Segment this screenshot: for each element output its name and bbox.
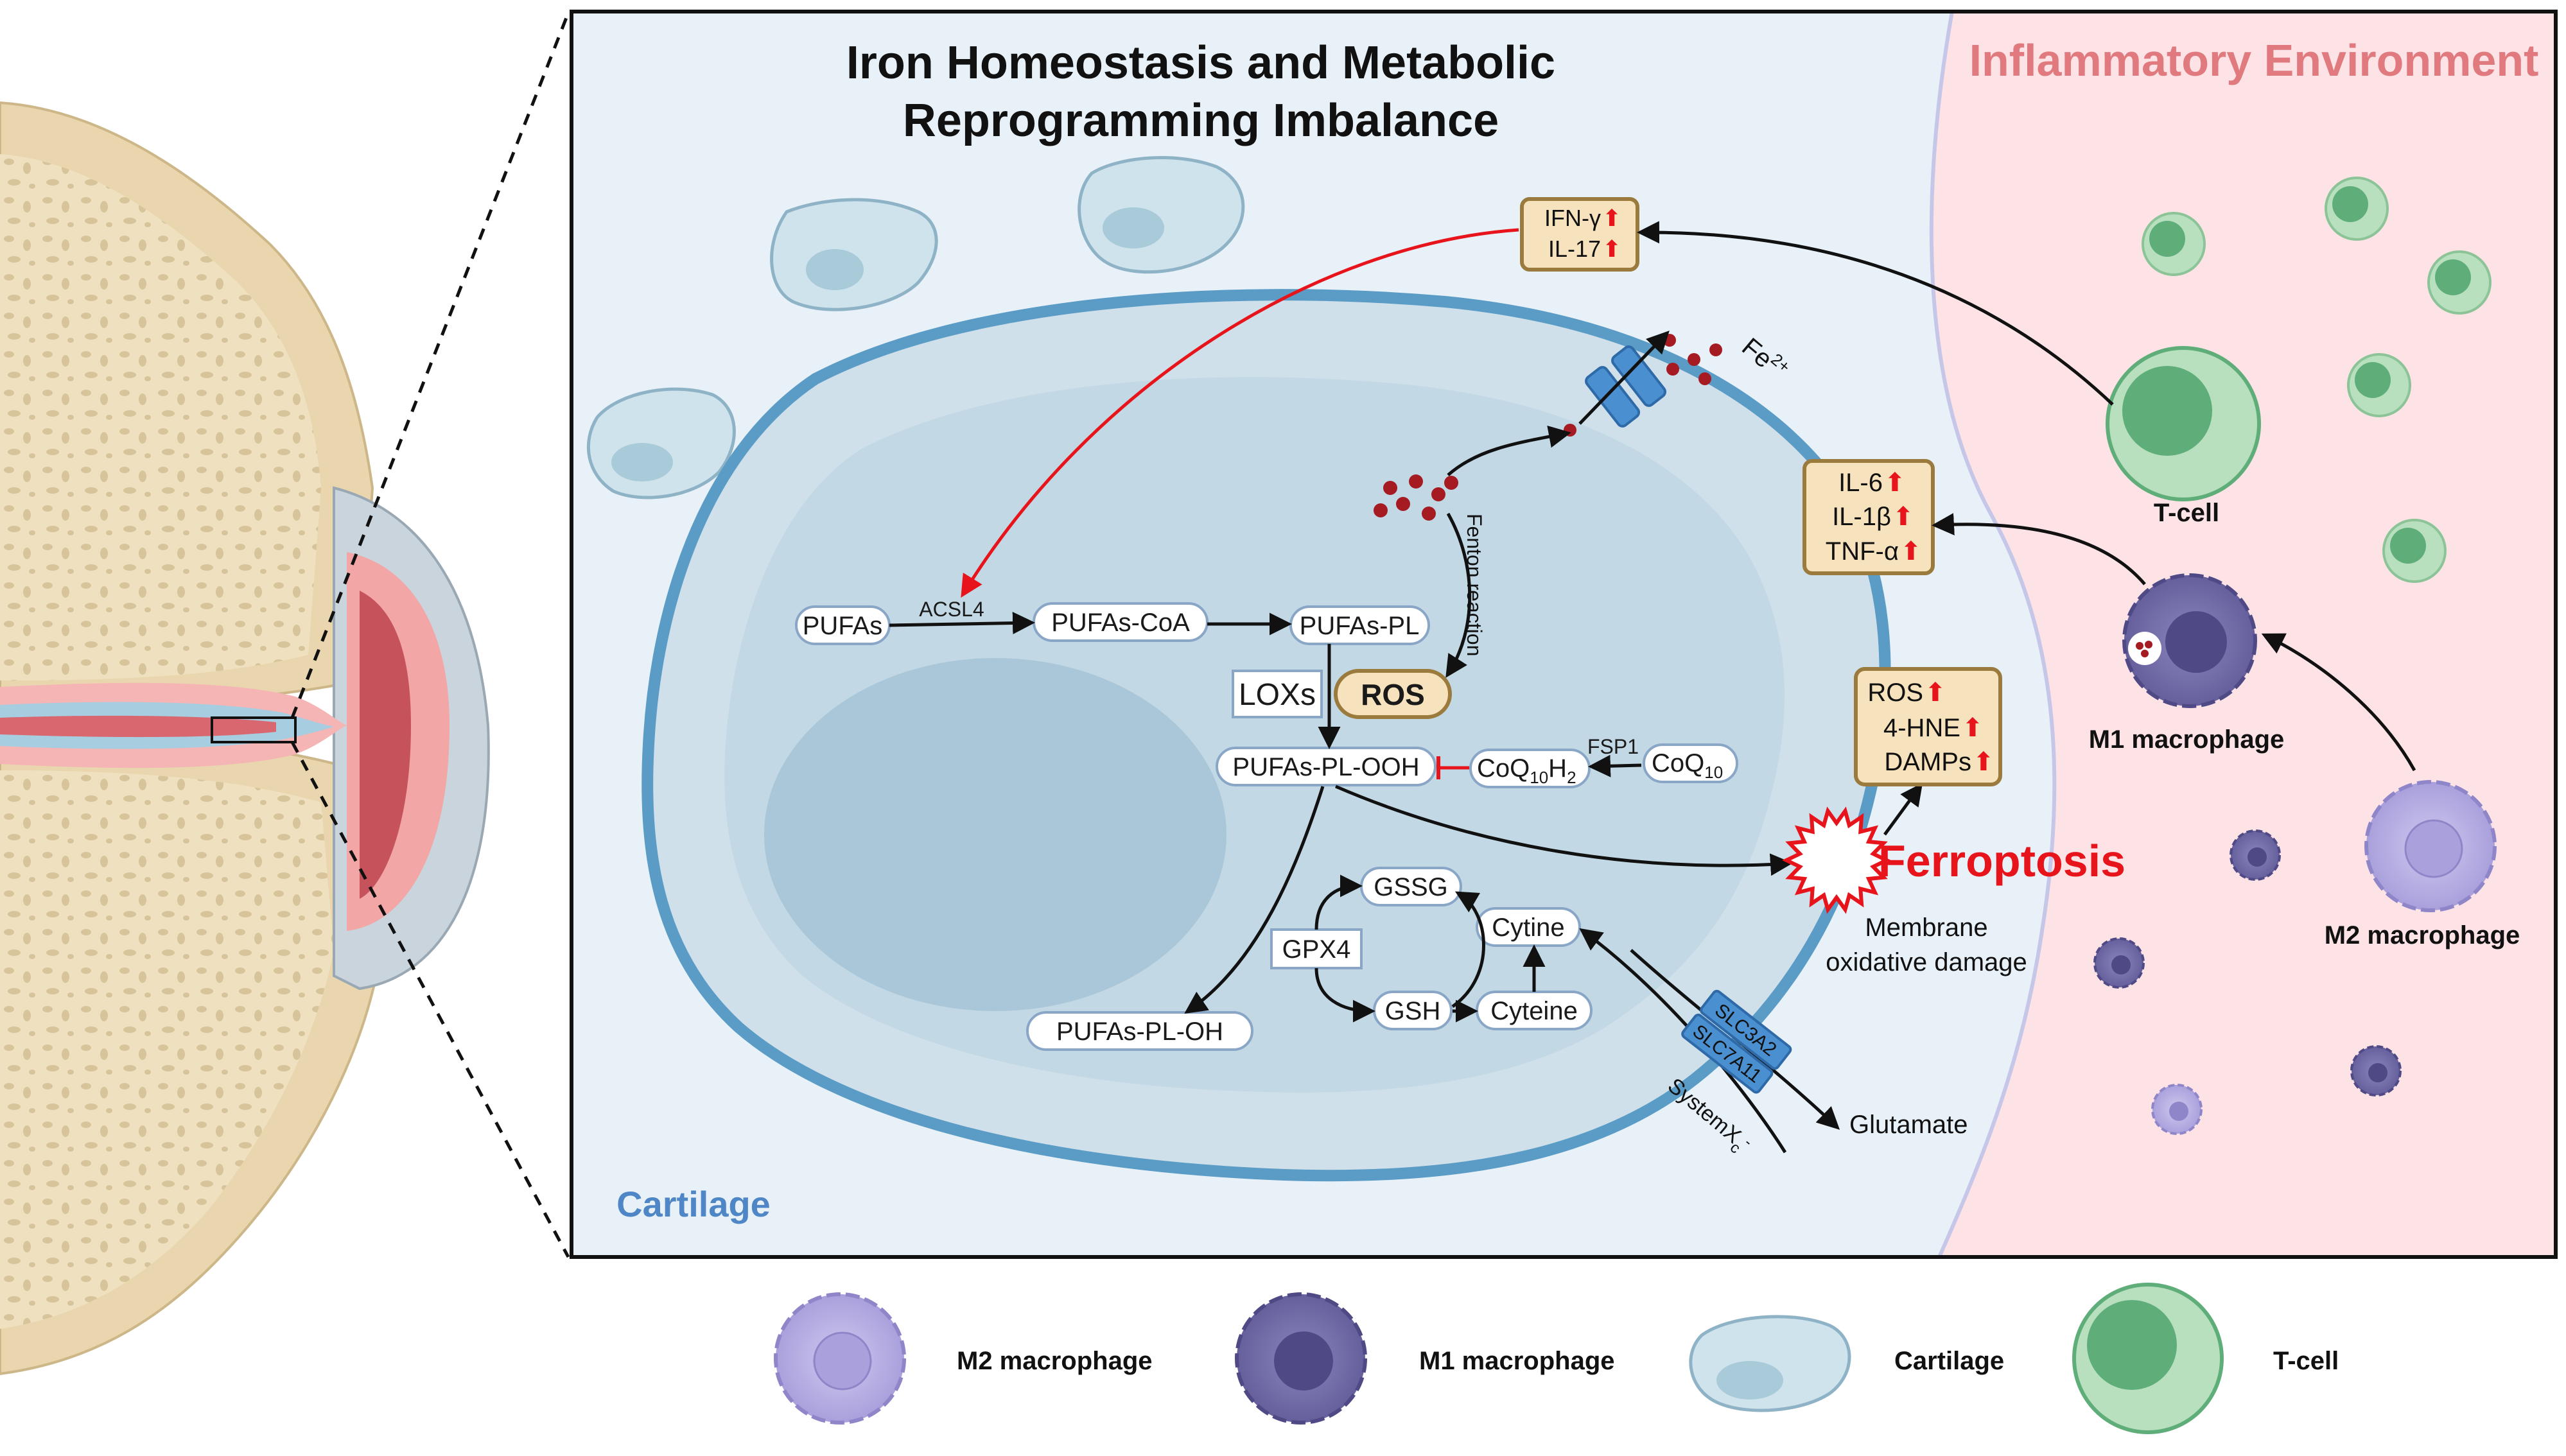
cyteine-label: Cyteine — [1490, 997, 1578, 1025]
pathway-arrows: ACSL4 FSP1 — [889, 598, 1840, 1154]
membrane-damage-line-2: oxidative damage — [1826, 948, 2027, 976]
coq10-node — [1643, 743, 1738, 783]
chondrocyte-icon — [770, 198, 938, 311]
gpx4-label: GPX4 — [1282, 935, 1351, 964]
il6-label: IL-6 — [1838, 469, 1883, 497]
coq10h2-label: CoQ10H2 — [1477, 754, 1576, 787]
ros-pill-label: ROS — [1361, 678, 1425, 711]
gssg-label: GSSG — [1374, 873, 1448, 901]
ifn-up-icon: ⬆ — [1602, 205, 1621, 231]
damage-markers-box: ROS ⬆ 4-HNE ⬆ DAMPs ⬆ — [1854, 667, 2002, 786]
title-line-1: Iron Homeostasis and Metabolic — [846, 37, 1555, 89]
gsh-label: GSH — [1385, 997, 1441, 1025]
il17-up-icon: ⬆ — [1602, 236, 1621, 262]
pufas-pl-oh-node — [1026, 1011, 1253, 1051]
legend-m2-icon — [774, 1292, 906, 1425]
il6-up-icon: ⬆ — [1884, 469, 1906, 497]
ferroptosis-label: Ferroptosis — [1878, 836, 2125, 886]
ferroptosis-burst-icon — [1782, 806, 1891, 914]
pathway-nodes: PUFAs PUFAs-CoA PUFAs-PL LOXs ROS PUFAs-… — [795, 602, 1738, 1051]
tnfa-label: TNF-α — [1826, 537, 1899, 566]
m2-macrophage-icon — [2364, 780, 2497, 912]
iron-ions — [1374, 334, 1722, 521]
ros-pill — [1334, 669, 1452, 719]
t-cell-icon — [2347, 353, 2411, 417]
m2-macrophage-small-icon — [2151, 1084, 2203, 1135]
membrane-damage-line-1: Membrane — [1865, 914, 1987, 942]
legend-m2-label: M2 macrophage — [957, 1347, 1153, 1375]
hne-marker: 4-HNE — [1883, 714, 1960, 742]
legend-cartilage-label: Cartilage — [1894, 1347, 2004, 1375]
t-cell-icon — [2382, 519, 2447, 583]
t-cell-icon — [2427, 250, 2492, 315]
chondrocyte-cells — [586, 156, 1245, 499]
ifn-gamma-label: IFN-γ — [1544, 205, 1601, 231]
pufas-label: PUFAs — [803, 612, 882, 640]
ros-up-icon: ⬆ — [1924, 679, 1946, 707]
t-cell-large-icon — [2106, 346, 2261, 501]
coq10-label: CoQ10 — [1652, 749, 1723, 782]
legend-m1-icon — [1235, 1292, 1367, 1425]
il17-label: IL-17 — [1548, 236, 1601, 262]
loxs-label: LOXs — [1239, 678, 1316, 712]
joint-illustration — [0, 12, 570, 1376]
damps-marker: DAMPs — [1884, 748, 1971, 776]
legend-m1-label: M1 macrophage — [1419, 1347, 1615, 1375]
iron-transporter — [1585, 345, 1667, 428]
m2-macrophage-label: M2 macrophage — [2325, 921, 2520, 949]
il1b-up-icon: ⬆ — [1892, 503, 1914, 531]
title-line-2: Reprogramming Imbalance — [903, 95, 1499, 146]
pufas-pl-ooh-label: PUFAs-PL-OOH — [1232, 753, 1419, 781]
immune-cells: T-cell M1 macrophage M2 macrophage — [1637, 177, 2520, 1135]
loxs-box — [1232, 670, 1323, 718]
legend-cartilage-icon — [1689, 1315, 1851, 1412]
inflammatory-environment-label: Inflammatory Environment — [1969, 35, 2539, 85]
m1-macrophage-small-icon — [2093, 937, 2145, 989]
il6-il1b-tnf-box: IL-6 ⬆ IL-1β ⬆ TNF-α ⬆ — [1802, 459, 1935, 575]
m1-macrophage-small-icon — [2230, 829, 2281, 881]
t-cell-icon — [2325, 177, 2389, 241]
t-cell-label: T-cell — [2154, 499, 2219, 527]
chondrocyte-icon — [1078, 156, 1245, 274]
m1-macrophage-label: M1 macrophage — [2089, 725, 2285, 754]
m1-macrophage-icon — [2122, 573, 2257, 708]
fenton-reaction-label: Fenton reaction — [1463, 514, 1486, 656]
m1-macrophage-small-icon — [2350, 1045, 2402, 1096]
legend-t-cell-label: T-cell — [2273, 1347, 2339, 1375]
pufas-pl-label: PUFAs-PL — [1300, 612, 1420, 640]
hne-up-icon: ⬆ — [1962, 714, 1984, 742]
il1b-label: IL-1β — [1832, 503, 1891, 531]
damps-up-icon: ⬆ — [1973, 748, 1994, 776]
acsl4-label: ACSL4 — [919, 598, 984, 621]
ros-marker: ROS — [1867, 679, 1923, 707]
pufas-coa-label: PUFAs-CoA — [1051, 609, 1190, 637]
pufas-pl-oh-label: PUFAs-PL-OH — [1056, 1018, 1223, 1046]
ifn-il17-box: IFN-γ ⬆ IL-17 ⬆ — [1520, 197, 1639, 272]
glutamate-label: Glutamate — [1849, 1111, 1968, 1139]
t-cell-icon — [2142, 212, 2206, 276]
chondrocyte-icon — [586, 387, 736, 499]
legend-t-cell-icon — [2072, 1283, 2224, 1434]
legend: M2 macrophage M1 macrophage Cartilage T-… — [774, 1283, 2339, 1434]
tnfa-up-icon: ⬆ — [1900, 537, 1922, 566]
fsp1-label: FSP1 — [1587, 735, 1639, 758]
cartilage-region-label: Cartilage — [616, 1184, 771, 1224]
cytine-label: Cytine — [1492, 914, 1564, 942]
